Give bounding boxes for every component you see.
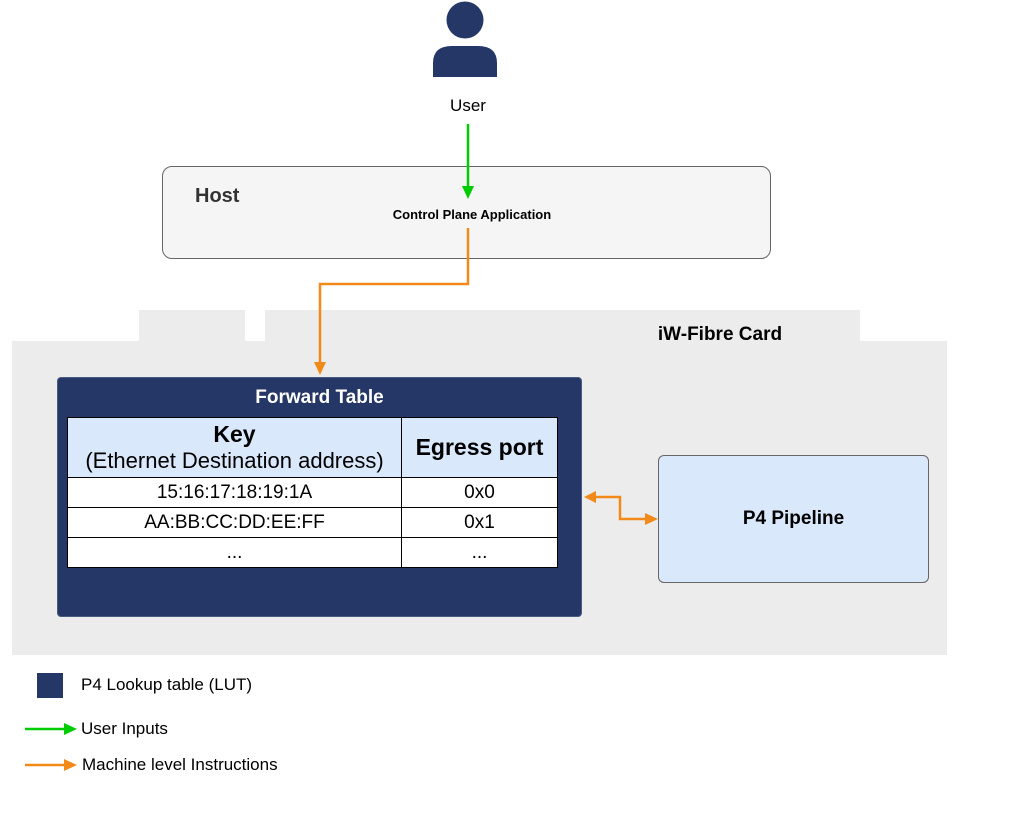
key-header-detail: (Ethernet Destination address) <box>85 448 384 474</box>
user-label: User <box>450 96 486 115</box>
p4-pipeline-label: P4 Pipeline <box>742 508 845 529</box>
key-header-label: Key <box>213 420 256 447</box>
user-icon <box>433 1 497 77</box>
forward-table-title: Forward Table <box>255 387 384 408</box>
control-plane-application-label: Control Plane Application <box>392 207 552 222</box>
egress-cell: 0x1 <box>401 507 558 538</box>
host-to-table-arrow <box>314 228 470 375</box>
legend-machine-label: Machine level Instructions <box>82 755 278 774</box>
key-column-header: Key (Ethernet Destination address) <box>67 417 402 478</box>
legend-user-arrow-icon <box>25 723 77 735</box>
table-row: ... ... <box>67 537 558 568</box>
forward-table: Key (Ethernet Destination address) Egres… <box>67 417 558 568</box>
table-pipeline-bidirectional-arrow <box>584 491 658 525</box>
legend-lut-label: P4 Lookup table (LUT) <box>81 675 253 694</box>
key-cell: 15:16:17:18:19:1A <box>67 477 402 508</box>
table-row: 15:16:17:18:19:1A 0x0 <box>67 477 558 508</box>
p4-pipeline-box: P4 Pipeline <box>658 455 929 583</box>
egress-cell: 0x0 <box>401 477 558 508</box>
table-row: AA:BB:CC:DD:EE:FF 0x1 <box>67 507 558 538</box>
legend-lut-swatch <box>37 673 63 698</box>
key-cell: ... <box>67 537 402 568</box>
host-title: Host <box>195 185 240 207</box>
legend-machine-arrow-icon <box>25 759 77 771</box>
user-input-arrow <box>462 124 474 199</box>
card-tab-right <box>265 310 860 342</box>
host-box <box>162 166 771 259</box>
card-tab-left <box>139 310 245 342</box>
egress-column-header: Egress port <box>401 417 558 478</box>
card-title: iW-Fibre Card <box>657 324 783 345</box>
legend-user-inputs-label: User Inputs <box>81 719 168 738</box>
egress-cell: ... <box>401 537 558 568</box>
